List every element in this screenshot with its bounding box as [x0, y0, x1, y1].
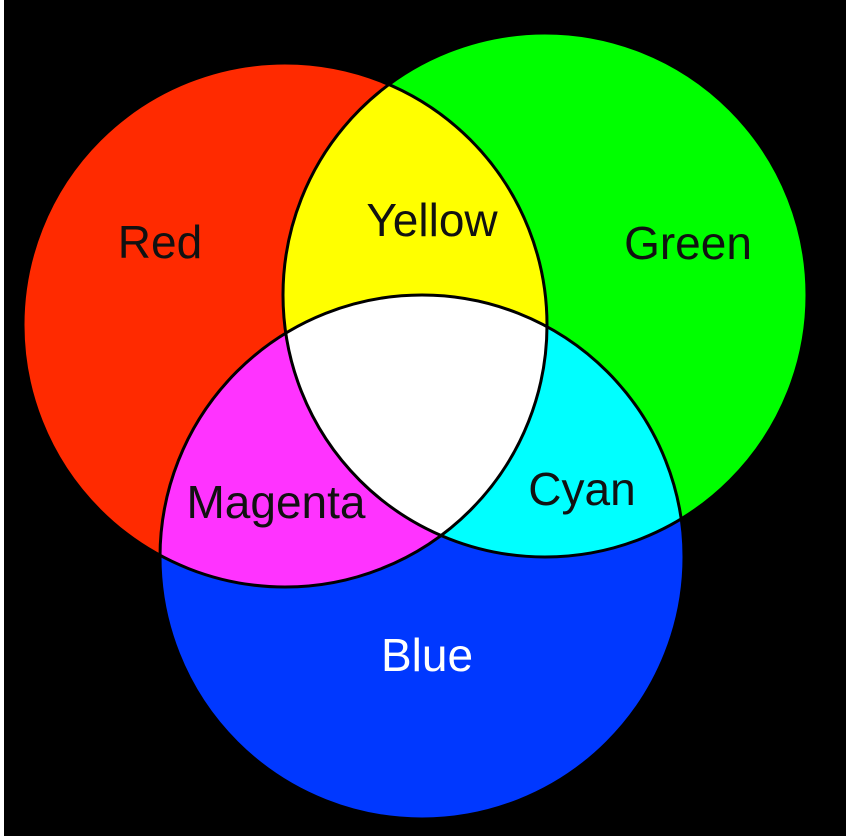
yellow-label: Yellow [366, 194, 498, 246]
cyan-label: Cyan [528, 463, 635, 515]
green-label: Green [624, 217, 752, 269]
magenta-label: Magenta [186, 476, 365, 528]
blue-label: Blue [381, 629, 473, 681]
green-circle-outline [281, 31, 809, 559]
circle-outlines [21, 31, 809, 821]
red-circle-outline [21, 61, 549, 589]
red-label: Red [118, 216, 202, 268]
blue-circle-outline [158, 293, 686, 821]
